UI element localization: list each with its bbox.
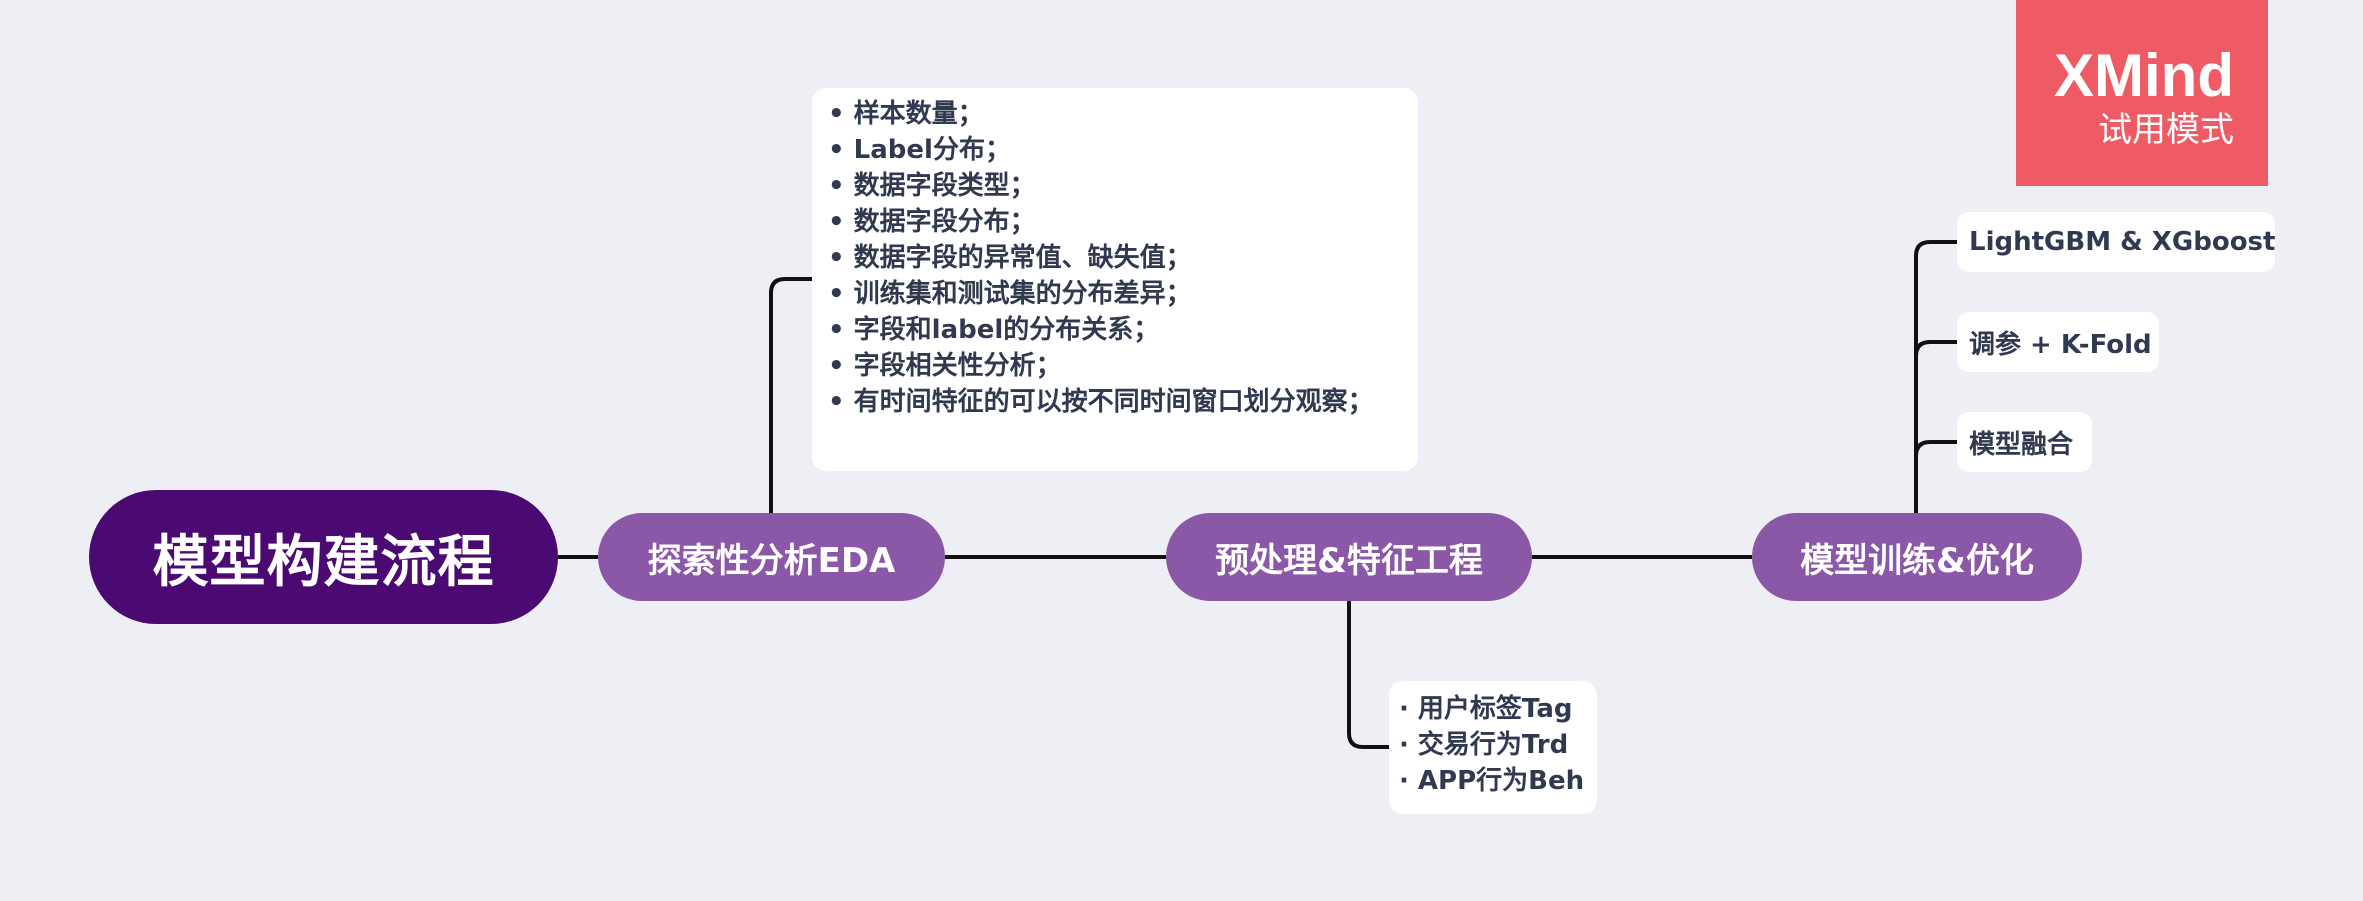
feature-item: · APP行为Beh — [1399, 766, 1585, 796]
training-leaf-tuning-kfold[interactable]: 调参 + K-Fold — [1957, 312, 2159, 372]
eda-item: • 有时间特征的可以按不同时间窗口划分观察； — [828, 387, 1374, 417]
eda-item: • 样本数量； — [828, 99, 984, 129]
eda-details-card[interactable]: • 样本数量； • Label分布； • 数据字段类型； • 数据字段分布； •… — [812, 88, 1418, 471]
feature-engineering-details-card[interactable]: · 用户标签Tag · 交易行为Trd · APP行为Beh — [1389, 681, 1597, 814]
eda-item: • 数据字段的异常值、缺失值； — [828, 243, 1192, 273]
eda-item: • 字段和label的分布关系； — [828, 315, 1160, 345]
connector-training-to-leaf-1 — [1914, 240, 1957, 513]
branch-eda[interactable]: 探索性分析EDA — [598, 513, 945, 601]
eda-item: • 数据字段分布； — [828, 207, 1036, 237]
eda-item: • Label分布； — [828, 135, 1011, 165]
feature-item: · 交易行为Trd — [1399, 730, 1569, 760]
feature-item: · 用户标签Tag — [1399, 694, 1573, 724]
eda-item: • 数据字段类型； — [828, 171, 1036, 201]
connector-training-to-leaf-2 — [1914, 340, 1957, 357]
eda-item: • 训练集和测试集的分布差异； — [828, 279, 1192, 309]
watermark-mode: 试用模式 — [2098, 111, 2234, 149]
connector-fe-to-details — [1347, 601, 1389, 749]
connector-eda-to-details — [769, 277, 812, 513]
xmind-trial-watermark: XMind 试用模式 — [2016, 0, 2268, 186]
root-topic[interactable]: 模型构建流程 — [89, 490, 558, 624]
branch-training[interactable]: 模型训练&优化 — [1752, 513, 2082, 601]
watermark-brand: XMind — [2054, 42, 2234, 109]
connector-training-to-leaf-3 — [1914, 440, 1957, 457]
eda-item: • 字段相关性分析； — [828, 351, 1062, 381]
training-leaf-lightgbm-xgboost[interactable]: LightGBM & XGboost — [1957, 212, 2275, 272]
training-leaf-model-fusion[interactable]: 模型融合 — [1957, 412, 2092, 472]
branch-feature-engineering[interactable]: 预处理&特征工程 — [1166, 513, 1532, 601]
